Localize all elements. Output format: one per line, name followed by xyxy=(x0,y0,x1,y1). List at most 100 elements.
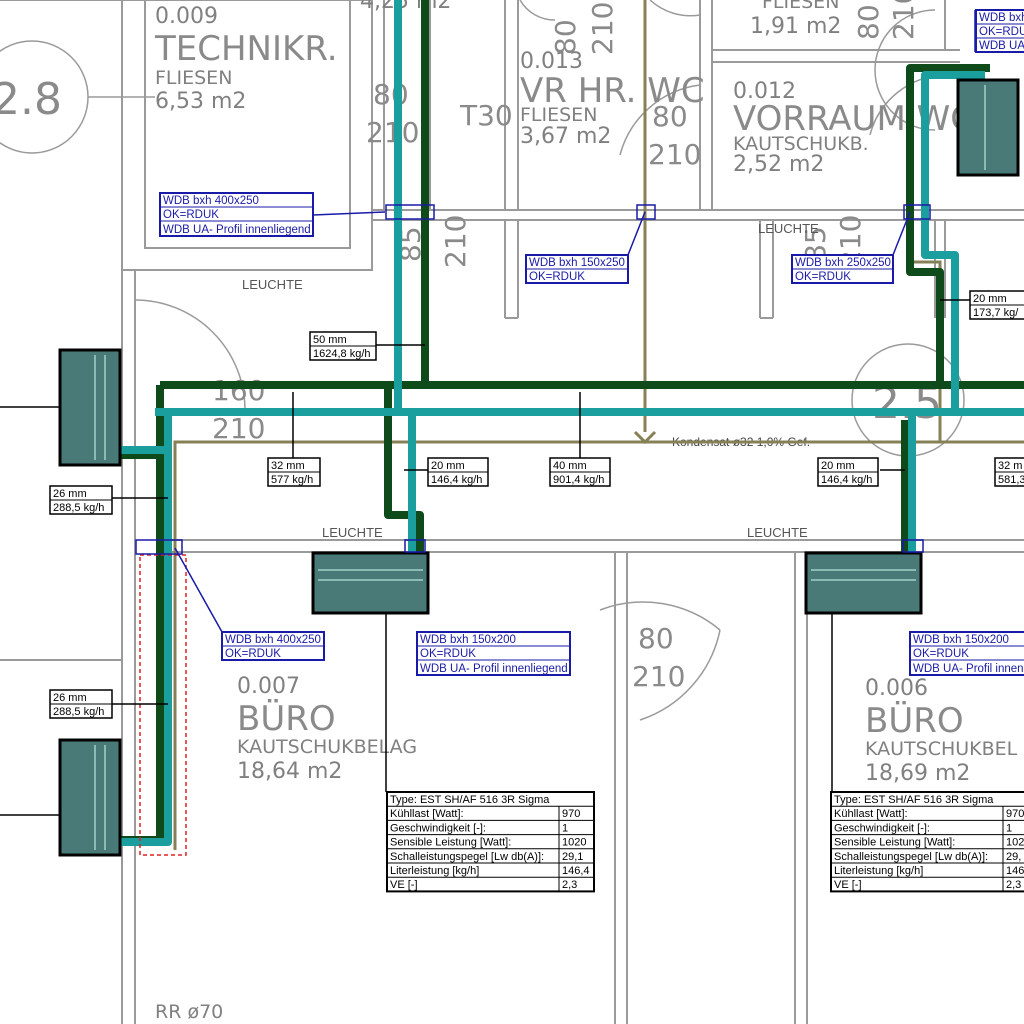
light-label: LEUCHTE xyxy=(758,221,819,236)
flow-rate: 146,4 kg/h xyxy=(431,474,482,486)
table-cell-label: Type: EST SH/AF 516 3R Sigma xyxy=(390,794,550,806)
door-width: 80 xyxy=(549,19,582,55)
table-cell-label: Sensible Leistung [Watt]: xyxy=(390,837,511,849)
door-width: 80 xyxy=(373,78,409,111)
tag-line: OK=RDUK xyxy=(913,648,969,660)
wall-technik-inner xyxy=(144,0,351,249)
room-number: 0.007 xyxy=(237,674,300,699)
tag-line: WDB bxh 150x250 xyxy=(529,257,625,269)
flow-size: 26 mm xyxy=(53,692,87,704)
unit-office-6 xyxy=(804,551,923,615)
room-technik: 0.009 TECHNIKR. FLIESEN 6,53 m2 xyxy=(154,4,338,114)
unit-vorraum xyxy=(956,78,1020,177)
axis-marker-label: 2.8 xyxy=(0,74,62,125)
flow-labels: 50 mm 1624,8 kg/h 32 mm 577 kg/h 20 mm 1… xyxy=(49,290,1024,719)
door-rating: T30 xyxy=(459,99,513,132)
tag-line: WDB bxh 150x200 xyxy=(913,634,1009,646)
flow-label-7: 20 mm 173,7 kg/ xyxy=(969,290,1024,320)
tag-box-3: WDB bxh 250x250 OK=RDUK xyxy=(791,254,894,284)
flow-label-1: 50 mm 1624,8 kg/h xyxy=(309,331,377,361)
flow-size: 20 mm xyxy=(821,460,855,472)
flow-label-2: 32 mm 577 kg/h xyxy=(267,457,321,487)
flow-size: 20 mm xyxy=(973,293,1007,305)
tag-line: WDB bxh 400x250 xyxy=(225,634,321,646)
table-cell-value: 2,3 xyxy=(562,879,577,891)
door-height: 210 xyxy=(212,412,265,445)
tag-box-2: WDB bxh 150x250 OK=RDUK xyxy=(525,254,629,284)
table-cell-value: 970 xyxy=(562,808,580,820)
door-width: 80 xyxy=(652,100,688,133)
door-width: 80 xyxy=(638,622,674,655)
room-buero-7: 0.007 BÜRO KAUTSCHUKBELAG 18,64 m2 xyxy=(237,674,417,784)
table-cell-label: Geschwindigkeit [-]: xyxy=(834,822,930,834)
unit-left-top xyxy=(58,348,122,467)
flow-rate: 288,5 kg/h xyxy=(53,706,104,718)
tag-line: WDB bxh xyxy=(979,12,1024,24)
room-material: KAUTSCHUKB. xyxy=(733,133,869,155)
table-cell-label: Schalleistungspegel [Lw db(A)]: xyxy=(390,851,544,863)
flow-size: 32 m xyxy=(998,460,1022,472)
door-swing-2 xyxy=(599,601,721,631)
table-cell-value: 29,1 xyxy=(562,851,583,863)
light-labels: LEUCHTE LEUCHTE LEUCHTE LEUCHTE xyxy=(242,221,819,540)
room-name: BÜRO xyxy=(865,700,964,741)
table-cell-label: Literleistung [kg/h] xyxy=(834,865,923,877)
tag-line: WDB UA xyxy=(979,40,1024,52)
door-height: 210 xyxy=(366,116,419,149)
unit-office-7 xyxy=(311,551,430,615)
table-cell-label: Schalleistungspegel [Lw db(A)]: xyxy=(834,851,988,863)
hvac-units xyxy=(58,78,1020,857)
door-height: 210 xyxy=(632,660,685,693)
flow-label-9: 26 mm 288,5 kg/h xyxy=(49,689,113,719)
table-cell-label: Type: EST SH/AF 516 3R Sigma xyxy=(834,794,994,806)
table-cell-value: 146 xyxy=(1006,865,1024,877)
flow-size: 32 mm xyxy=(271,460,305,472)
room-vorraum: 0.012 VORRAUM WC KAUTSCHUKB. 2,52 m2 xyxy=(733,79,974,177)
table-cell-label: Sensible Leistung [Watt]: xyxy=(834,837,955,849)
room-vr-hr-wc: 0.013 VR HR. WC FLIESEN 3,67 m2 xyxy=(520,49,705,149)
tag-line: OK=RDUK xyxy=(529,271,585,283)
table-cell-value: 1020 xyxy=(562,837,586,849)
flow-label-5: 20 mm 146,4 kg/h xyxy=(817,457,879,487)
table-cell-label: Geschwindigkeit [-]: xyxy=(390,822,486,834)
tag-line: OK=RDUK xyxy=(795,271,851,283)
flow-label-4: 40 mm 901,4 kg/h xyxy=(549,457,611,487)
door-height: 210 xyxy=(586,2,619,55)
flow-size: 50 mm xyxy=(313,334,347,346)
flow-label-3: 20 mm 146,4 kg/h xyxy=(427,457,489,487)
room-name: BÜRO xyxy=(237,698,336,739)
flow-size: 20 mm xyxy=(431,460,465,472)
door-width: 80 xyxy=(852,4,885,40)
light-label: LEUCHTE xyxy=(322,525,383,540)
room-area: 18,64 m2 xyxy=(237,759,342,784)
room-number: 0.006 xyxy=(865,676,928,701)
flow-rate: 577 kg/h xyxy=(271,474,313,486)
door-height: 210 xyxy=(648,138,701,171)
table-cell-value: 1 xyxy=(1006,822,1012,834)
door-height: 210 xyxy=(887,0,920,40)
light-label: LEUCHTE xyxy=(747,525,808,540)
flow-size: 40 mm xyxy=(553,460,587,472)
tag-line: WDB bxh 400x250 xyxy=(163,195,259,207)
room-name: VR HR. WC xyxy=(520,71,705,111)
door-width: 160 xyxy=(212,374,265,407)
unit-left-bottom xyxy=(58,738,122,857)
flow-rate: 901,4 kg/h xyxy=(553,474,604,486)
flow-size: 26 mm xyxy=(53,488,87,500)
table-cell-label: VE [-] xyxy=(834,879,862,891)
leader-lines xyxy=(0,299,970,816)
room-buero-6: 0.006 BÜRO KAUTSCHUKBEL 18,69 m2 xyxy=(865,676,1018,786)
tag-box-1: WDB bxh 400x250 OK=RDUK WDB UA- Profil i… xyxy=(159,192,314,237)
room-area-fragment-right: 1,91 m2 xyxy=(750,14,841,39)
tag-box-7: WDB bxh 150x200 OK=RDUK WDB UA- Profil i… xyxy=(909,631,1024,676)
flow-rate: 146,4 kg/h xyxy=(821,474,872,486)
room-name: TECHNIKR. xyxy=(154,29,338,69)
table-cell-value: 102 xyxy=(1006,837,1024,849)
table-cell-label: Kühllast [Watt]: xyxy=(834,808,908,820)
tag-line: WDB bxh 150x200 xyxy=(420,634,516,646)
table-cell-value: 29, xyxy=(1006,851,1021,863)
door-height: 210 xyxy=(439,215,472,268)
